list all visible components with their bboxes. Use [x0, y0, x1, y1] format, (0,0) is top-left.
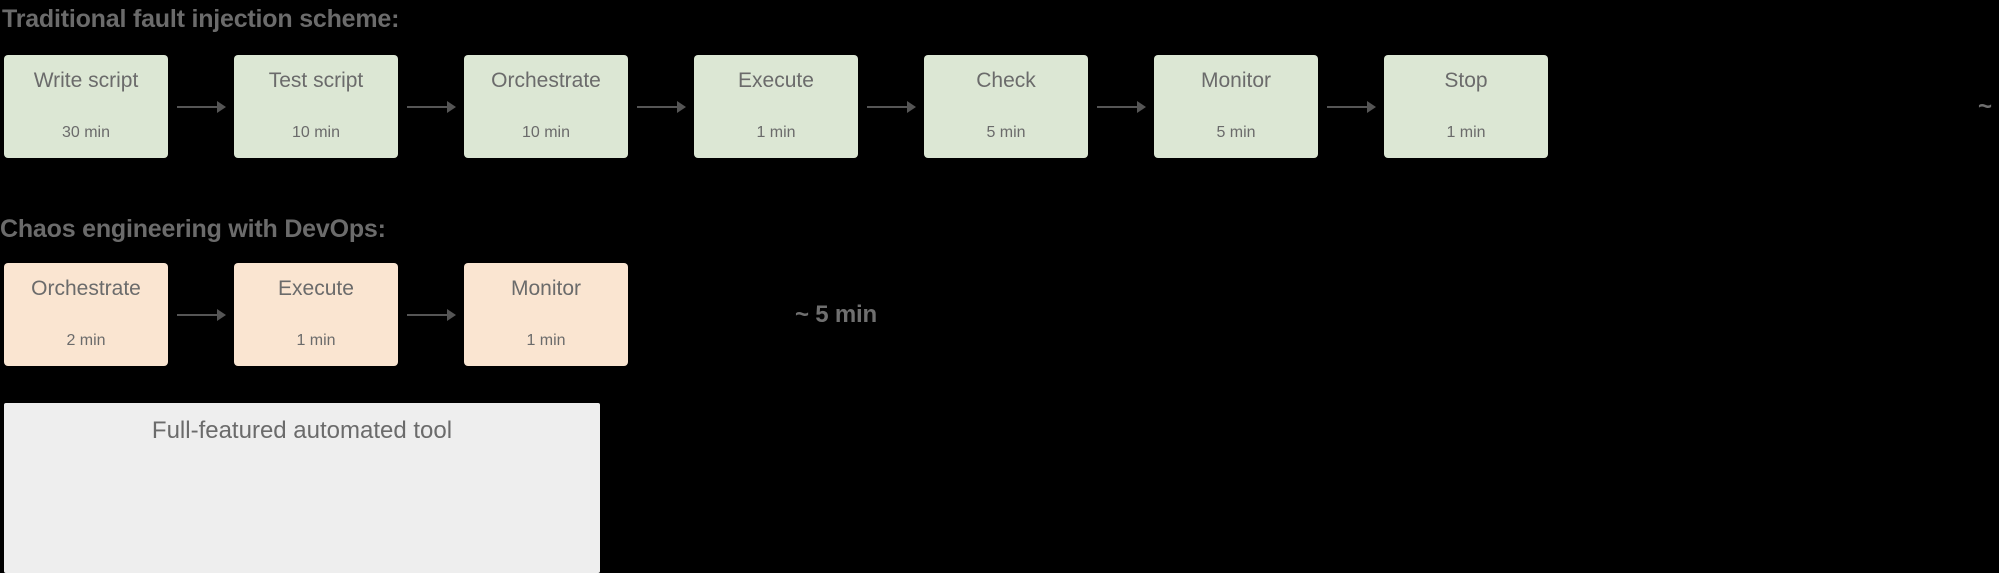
flow-node-duration: 1 min: [756, 124, 796, 141]
flow-node-label: Check: [976, 69, 1036, 92]
arrow-head: [677, 100, 686, 113]
flow-node[interactable]: Stop 1 min: [1384, 55, 1548, 158]
arrow-head: [907, 100, 916, 113]
arrow-shaft: [867, 105, 909, 108]
flow-node-label: Monitor: [1200, 69, 1272, 92]
flow-node-duration: 10 min: [291, 124, 341, 141]
arrow-shaft: [177, 313, 219, 316]
flow-node[interactable]: Execute 1 min: [234, 263, 398, 366]
flow-arrow-icon: [168, 307, 234, 323]
arrow-shaft: [407, 105, 449, 108]
section-title-traditional: Traditional fault injection scheme:: [2, 5, 400, 33]
arrow-shaft: [177, 105, 219, 108]
flow-node[interactable]: Check 5 min: [924, 55, 1088, 158]
full-featured-tool-bar: Full-featured automated tool: [4, 403, 600, 573]
flow-node[interactable]: Orchestrate 10 min: [464, 55, 628, 158]
flow-arrow-icon: [398, 99, 464, 115]
arrow-shaft: [1327, 105, 1369, 108]
total-duration-traditional: ~ 1 hour: [1978, 93, 1999, 120]
flow-node[interactable]: Monitor 1 min: [464, 263, 628, 366]
flow-node-duration: 30 min: [61, 124, 111, 141]
flow-node[interactable]: Monitor 5 min: [1154, 55, 1318, 158]
arrow-head: [217, 308, 226, 321]
flow-row-chaos: Orchestrate 2 min Execute 1 min Monitor 1 min: [4, 263, 628, 366]
flow-arrow-icon: [168, 99, 234, 115]
arrow-shaft: [637, 105, 679, 108]
flow-arrow-icon: [628, 99, 694, 115]
flow-node[interactable]: Write script 30 min: [4, 55, 168, 158]
flow-node-duration: 10 min: [521, 124, 571, 141]
arrow-shaft: [407, 313, 449, 316]
arrow-head: [1367, 100, 1376, 113]
arrow-head: [447, 100, 456, 113]
flow-arrow-icon: [398, 307, 464, 323]
flow-node-label: Test script: [268, 69, 364, 92]
flow-node-label: Execute: [278, 277, 354, 300]
flow-node-duration: 1 min: [526, 332, 566, 349]
arrow-head: [1137, 100, 1146, 113]
flow-node-label: Write script: [33, 69, 139, 92]
full-featured-tool-label: Full-featured automated tool: [151, 417, 453, 444]
flow-arrow-icon: [858, 99, 924, 115]
flow-arrow-icon: [1318, 99, 1384, 115]
flow-node-label: Execute: [738, 69, 814, 92]
flow-arrow-icon: [1088, 99, 1154, 115]
section-title-chaos: Chaos engineering with DevOps:: [0, 215, 386, 243]
arrow-shaft: [1097, 105, 1139, 108]
total-duration-chaos: ~ 5 min: [795, 301, 877, 328]
flow-node-duration: 5 min: [1216, 124, 1256, 141]
arrow-head: [217, 100, 226, 113]
flow-node-duration: 1 min: [1446, 124, 1486, 141]
flow-node-duration: 1 min: [296, 332, 336, 349]
arrow-head: [447, 308, 456, 321]
flow-node-label: Stop: [1444, 69, 1488, 92]
flow-node-duration: 2 min: [66, 332, 106, 349]
flow-node[interactable]: Test script 10 min: [234, 55, 398, 158]
flow-node-label: Orchestrate: [491, 69, 601, 92]
flow-node-label: Monitor: [510, 277, 582, 300]
flow-node-label: Orchestrate: [31, 277, 141, 300]
flow-node[interactable]: Execute 1 min: [694, 55, 858, 158]
flow-node[interactable]: Orchestrate 2 min: [4, 263, 168, 366]
flow-node-duration: 5 min: [986, 124, 1026, 141]
